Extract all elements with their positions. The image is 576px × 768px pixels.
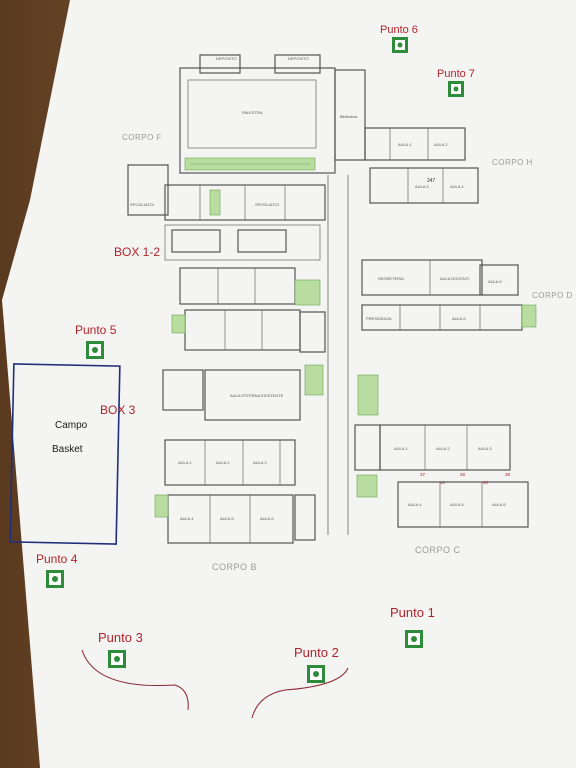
gym-block: DEPOSITO DEPOSITO PALESTRA Biblioteca [179,54,366,174]
room-presidenza: PRESIDENZA [366,316,392,321]
path-curve-punto-2 [251,667,349,719]
assembly-point-3-icon [108,650,126,668]
room-segreteria: SEGRETERIA [378,276,404,281]
zone-corpo-d: CORPO D [532,291,573,300]
corpo-h-block: AULA 1 AULA 2 AULA 3 AULA 4 247 [364,127,479,204]
zone-corpo-f: CORPO F [122,133,162,142]
main-corridor [327,175,379,535]
zone-corpo-c: CORPO C [415,545,461,555]
zone-corpo-h: CORPO H [492,158,533,167]
campo-label-line-2: Basket [52,444,83,455]
room-c-aula-1: AULA 1 [394,446,408,451]
room-number-38: 38 [460,472,466,477]
punto-4-label: Punto 4 [36,552,78,566]
punto-5-label: Punto 5 [75,323,117,337]
room-h-aula-1: AULA 1 [398,142,412,147]
box-1-2-block [164,224,321,261]
room-h-aula-2: AULA 2 [434,142,448,147]
room-palestra: PALESTRA [242,110,263,115]
box-3-label: BOX 3 [100,403,136,417]
room-number-40: 40 [483,480,489,485]
punto-6-label: Punto 6 [380,24,418,36]
room-c-aula-3: AULA 3 [478,446,492,451]
assembly-point-4-icon [46,570,64,588]
punto-3-label: Punto 3 [98,630,143,645]
path-curve-punto-3 [81,649,189,711]
room-d-aula-6: AULA 6 [452,316,466,321]
classroom-row-1 [179,267,321,306]
corpo-c-block: AULA 1 AULA 2 AULA 3 AULA 4 AULA 5 AULA … [354,424,529,528]
assembly-point-1-icon [405,630,423,648]
assembly-point-5-icon [86,341,104,359]
basketball-court [9,363,121,545]
campo-label-line-1: Campo [55,420,88,431]
corpo-f-block: SPOGLIATOI SPOGLIATOI [127,164,326,221]
classroom-row-2 [171,309,326,353]
punto-2-label: Punto 2 [294,645,339,660]
room-number-37: 37 [420,472,426,477]
room-c-aula-4: AULA 4 [408,502,422,507]
room-number-247: 247 [427,178,436,184]
room-spogliatoi-2: SPOGLIATOI [255,202,279,207]
room-b-aula-6: AULA 6 [260,516,274,521]
room-aula-docenti: AULA DOCENTI [440,276,469,281]
assembly-point-6-icon [392,37,408,53]
room-deposito-1: DEPOSITO [216,56,237,61]
room-c-aula-2: AULA 2 [436,446,450,451]
box-1-2-label: BOX 1-2 [114,245,160,259]
assembly-point-7-icon [448,81,464,97]
room-number-41: 41 [440,480,446,485]
room-aula-esterna: AULA ESTERNA ESISTENTE [230,393,284,398]
room-number-39: 39 [505,472,511,477]
assembly-point-2-icon [307,665,325,683]
punto-7-label: Punto 7 [437,68,475,80]
corpo-d-block: SEGRETERIA AULA DOCENTI AULA 5 PRESIDENZ… [361,259,537,331]
room-b-aula-2: AULA 2 [216,460,230,465]
room-c-aula-6: AULA 6 [492,502,506,507]
punto-1-label: Punto 1 [390,605,435,620]
room-biblioteca: Biblioteca [340,114,358,119]
room-b-aula-5: AULA 5 [220,516,234,521]
corpo-b-block: AULA 1 AULA 2 AULA 3 AULA 4 AULA 5 AULA … [154,439,316,544]
box-3-block: AULA ESTERNA ESISTENTE [162,364,324,421]
room-h-aula-4: AULA 4 [450,184,464,189]
room-deposito-2: DEPOSITO [288,56,309,61]
room-spogliatoi-1: SPOGLIATOI [130,202,154,207]
room-b-aula-3: AULA 3 [253,460,267,465]
room-b-aula-4: AULA 4 [180,516,194,521]
room-h-aula-3: AULA 3 [415,184,429,189]
room-c-aula-5: AULA 5 [450,502,464,507]
room-d-aula-5: AULA 5 [488,279,502,284]
zone-corpo-b: CORPO B [212,562,257,572]
room-b-aula-1: AULA 1 [178,460,192,465]
